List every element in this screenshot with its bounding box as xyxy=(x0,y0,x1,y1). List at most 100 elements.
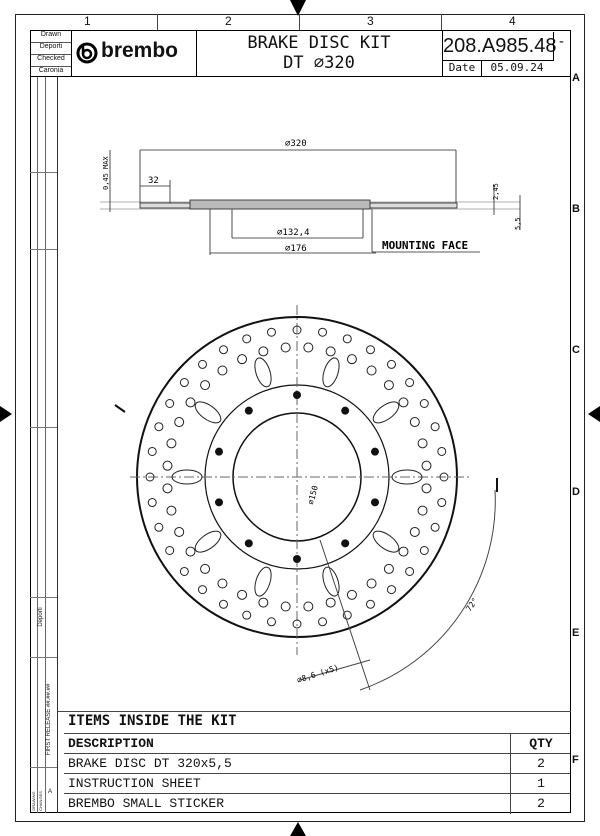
revision: - xyxy=(557,34,566,50)
drill-hole-icon xyxy=(419,546,429,555)
date-label: Date xyxy=(443,60,482,76)
drill-hole-icon xyxy=(398,397,409,408)
dim-176: ⌀176 xyxy=(285,244,307,254)
drill-hole-icon xyxy=(318,327,328,337)
drill-hole-icon xyxy=(405,566,415,576)
carrier-window xyxy=(194,530,222,553)
row-letter: B xyxy=(572,203,580,215)
float-button-icon xyxy=(215,498,224,507)
center-mark-left xyxy=(0,406,12,422)
row-letter: E xyxy=(572,627,580,639)
drill-hole-icon xyxy=(437,498,447,508)
carrier-window xyxy=(322,357,340,388)
item-description: INSTRUCTION SHEET xyxy=(68,776,201,791)
drill-hole-icon xyxy=(185,397,196,408)
drill-hole-icon xyxy=(383,563,394,574)
drill-hole-icon xyxy=(366,599,375,609)
drill-hole-icon xyxy=(386,359,396,369)
drill-hole-icon xyxy=(266,327,276,337)
carrier-window xyxy=(171,469,203,485)
carrier-window xyxy=(254,566,272,597)
drill-hole-icon xyxy=(147,446,157,456)
column-number: 3 xyxy=(367,14,374,28)
drill-hole-icon xyxy=(292,619,302,629)
float-button-icon xyxy=(341,406,350,415)
drill-hole-icon xyxy=(154,422,164,432)
kit-table: ITEMS INSIDE THE KIT xyxy=(57,711,571,814)
brand-wordmark: brembo xyxy=(101,39,179,62)
carrier-window xyxy=(372,530,400,553)
drill-hole-icon xyxy=(242,610,252,620)
drill-hole-icon xyxy=(258,346,269,357)
item-qty: 2 xyxy=(510,794,571,814)
column-number: 2 xyxy=(225,14,232,28)
carrier-window xyxy=(372,401,400,424)
revision-strip: Deporti FIRST RELEASE ##.##.## A DRAWING… xyxy=(30,77,58,813)
role-name: Caronia xyxy=(38,67,64,74)
drill-hole-icon xyxy=(280,342,291,353)
drill-hole-icon xyxy=(242,334,252,344)
drill-hole-icon xyxy=(179,378,189,388)
drill-hole-icon xyxy=(147,498,157,508)
drill-hole-icon xyxy=(398,546,409,557)
drill-hole-icon xyxy=(366,578,377,589)
drill-hole-icon xyxy=(366,365,377,376)
center-mark-top xyxy=(290,0,306,16)
mounting-face-label: MOUNTING FACE xyxy=(382,239,468,252)
dim-5-5: 5,5 xyxy=(514,217,522,230)
drill-hole-icon xyxy=(430,422,440,432)
drill-hole-icon xyxy=(219,345,228,355)
drill-hole-icon xyxy=(217,365,228,376)
carrier-window xyxy=(391,469,423,485)
col-qty: QTY xyxy=(510,734,571,754)
table-row: BREMBO SMALL STICKER 2 xyxy=(64,793,570,814)
center-mark-bottom xyxy=(290,822,306,836)
hole-leader-line xyxy=(319,539,371,691)
float-button-icon xyxy=(293,555,301,563)
drill-hole-icon xyxy=(303,342,314,353)
part-number: 208.A985.48 xyxy=(443,32,556,61)
drill-hole-icon xyxy=(409,526,420,537)
drill-hole-icon xyxy=(185,546,196,557)
float-button-icon xyxy=(293,391,301,399)
drill-hole-icon xyxy=(198,585,208,595)
brembo-logo: brembo xyxy=(71,31,197,76)
side-view xyxy=(100,149,521,255)
row-letter: F xyxy=(572,754,579,766)
drill-hole-icon xyxy=(166,505,177,516)
dim-2-45: 2,45 xyxy=(492,183,500,200)
dim-diameter-320: ⌀320 xyxy=(285,139,307,149)
dim-runout: 0,45 MAX xyxy=(102,155,110,190)
title-block: Drawn Deporti Checked Caronia brembo BRA… xyxy=(30,30,571,77)
table-row: BRAKE DISC DT 320x5,5 2 xyxy=(64,753,570,774)
drill-hole-icon xyxy=(174,526,185,537)
drill-hole-icon xyxy=(346,354,357,365)
section-mark-left xyxy=(114,404,126,413)
float-button-icon xyxy=(244,539,253,548)
drill-hole-icon xyxy=(280,601,291,612)
drill-hole-icon xyxy=(154,522,164,532)
dim-32: 32 xyxy=(148,176,159,186)
drill-hole-icon xyxy=(179,566,189,576)
drawing-title-line1: BRAKE DISC KIT xyxy=(247,33,391,53)
dim-angle-72: 72° xyxy=(464,596,480,613)
role-checked: Checked xyxy=(31,55,71,67)
front-view xyxy=(114,305,498,691)
float-button-icon xyxy=(244,406,253,415)
role-name: Deporti xyxy=(31,43,71,55)
date-value: 05.09.24 xyxy=(490,61,544,74)
kit-heading: ITEMS INSIDE THE KIT xyxy=(68,713,237,729)
dim-150: ⌀150 xyxy=(306,484,320,505)
column-number: 4 xyxy=(509,14,516,28)
float-button-icon xyxy=(341,539,350,548)
col-description: DESCRIPTION xyxy=(68,736,154,751)
drill-hole-icon xyxy=(417,438,428,449)
drill-hole-icon xyxy=(237,354,248,365)
drill-hole-icon xyxy=(198,359,208,369)
drill-hole-icon xyxy=(439,472,449,482)
drill-hole-icon xyxy=(165,546,175,555)
drill-hole-icon xyxy=(417,505,428,516)
drill-hole-icon xyxy=(318,617,328,627)
dim-mounting-holes: ⌀8,6 (x5) xyxy=(296,663,340,685)
